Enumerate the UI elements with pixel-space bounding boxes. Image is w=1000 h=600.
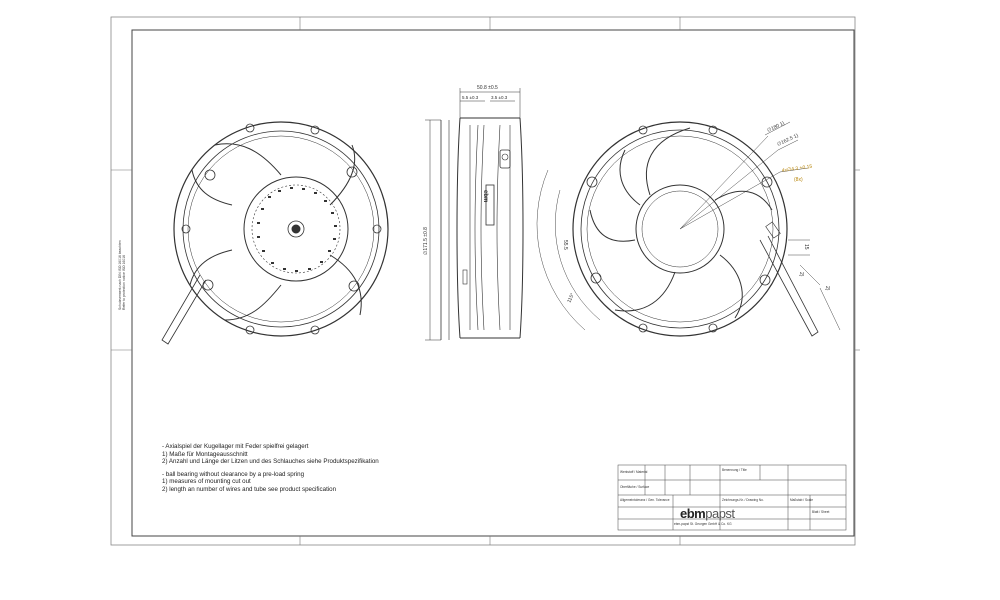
dim-hole-note: (8x) (794, 177, 803, 183)
dim-small-2: 2) (798, 272, 804, 277)
title-block (617, 464, 847, 531)
tb-label-sheet: Blatt / Sheet (812, 510, 830, 514)
rear-lead-wire (161, 274, 207, 345)
dim-bolt-circle: ∅162.5 1) (776, 133, 799, 148)
front-outer-ring (572, 121, 788, 337)
tb-label-scale: Maßstab / Scale (790, 498, 814, 502)
margin-line-2: Refer to protection notice ISO 16016 (122, 254, 127, 310)
note-de-1: 1) Maße für Montageausschnitt (162, 450, 248, 458)
tb-label-material: Werkstoff / Material (620, 470, 648, 474)
rear-blades (189, 143, 362, 321)
dim-hole-dia: 4x∅4.3 +0.15 (781, 164, 812, 174)
margin-protection-notice: Schutzvermerk nach DIN ISO 16016 beachte… (118, 110, 127, 310)
tb-label-company: ebm-papst St. Georgen GmbH & Co. KG (674, 522, 732, 526)
inner-frame (131, 29, 855, 537)
dim-small-3: 2) (824, 286, 830, 291)
front-mounting-lugs (586, 125, 773, 333)
fan-front-view (572, 121, 819, 337)
dim-overall-depth: 50.8 ±0.5 (477, 85, 498, 91)
rear-hub (243, 176, 349, 282)
fan-side-view (440, 117, 524, 340)
tb-label-surface: Oberfläche / Surface (620, 485, 650, 489)
front-view-dimensions (536, 121, 841, 331)
ebmpapst-logo: ebmpapst (680, 506, 735, 521)
fan-rear-view (161, 121, 389, 345)
front-lead-wire (759, 235, 819, 337)
dim-small-1: 15 (803, 244, 809, 250)
side-view-dimensions (425, 88, 521, 341)
dim-left-offset: 5.5 ±0.3 (462, 95, 479, 100)
front-blades (589, 127, 773, 319)
outer-border (110, 16, 856, 546)
rear-mounting-lugs (181, 123, 382, 335)
logo-part-1: ebm (680, 506, 706, 521)
note-de-2: 2) Anzahl und Länge der Litzen und des S… (162, 458, 379, 466)
note-en-1: 1) measures of mounting cut out (162, 478, 251, 486)
note-en-2: 2) length an number of wires and tube se… (162, 485, 337, 493)
logo-part-2: papst (705, 506, 735, 521)
dim-diameter: ∅171.5 ±0.8 (423, 227, 429, 255)
dim-right-offset: 3.5 ±0.3 (491, 95, 508, 100)
drawing-notes: - Axialspiel der Kugellager mit Feder sp… (162, 443, 379, 494)
tb-label-title: Benennung / Title (722, 468, 747, 472)
note-en-intro: - ball bearing without clearance by a pr… (162, 470, 305, 478)
rear-outer-ring (173, 121, 389, 337)
dim-angle-1: 55.5 (562, 240, 568, 250)
side-label-brand: ebm (482, 190, 488, 202)
front-hub (635, 184, 725, 274)
zone-ticks (111, 17, 860, 545)
dim-cutout-dia: ∅180 1) (766, 120, 786, 133)
tb-label-tolerance: Allgemeintoleranz / Gen. Tolerance (620, 498, 670, 502)
rear-hub-markings (257, 187, 337, 272)
dim-angle-2: 115° (566, 292, 576, 304)
note-de-intro: - Axialspiel der Kugellager mit Feder sp… (162, 443, 309, 450)
tb-label-drawing-no: Zeichnungs-Nr. / Drawing No. (722, 498, 764, 502)
